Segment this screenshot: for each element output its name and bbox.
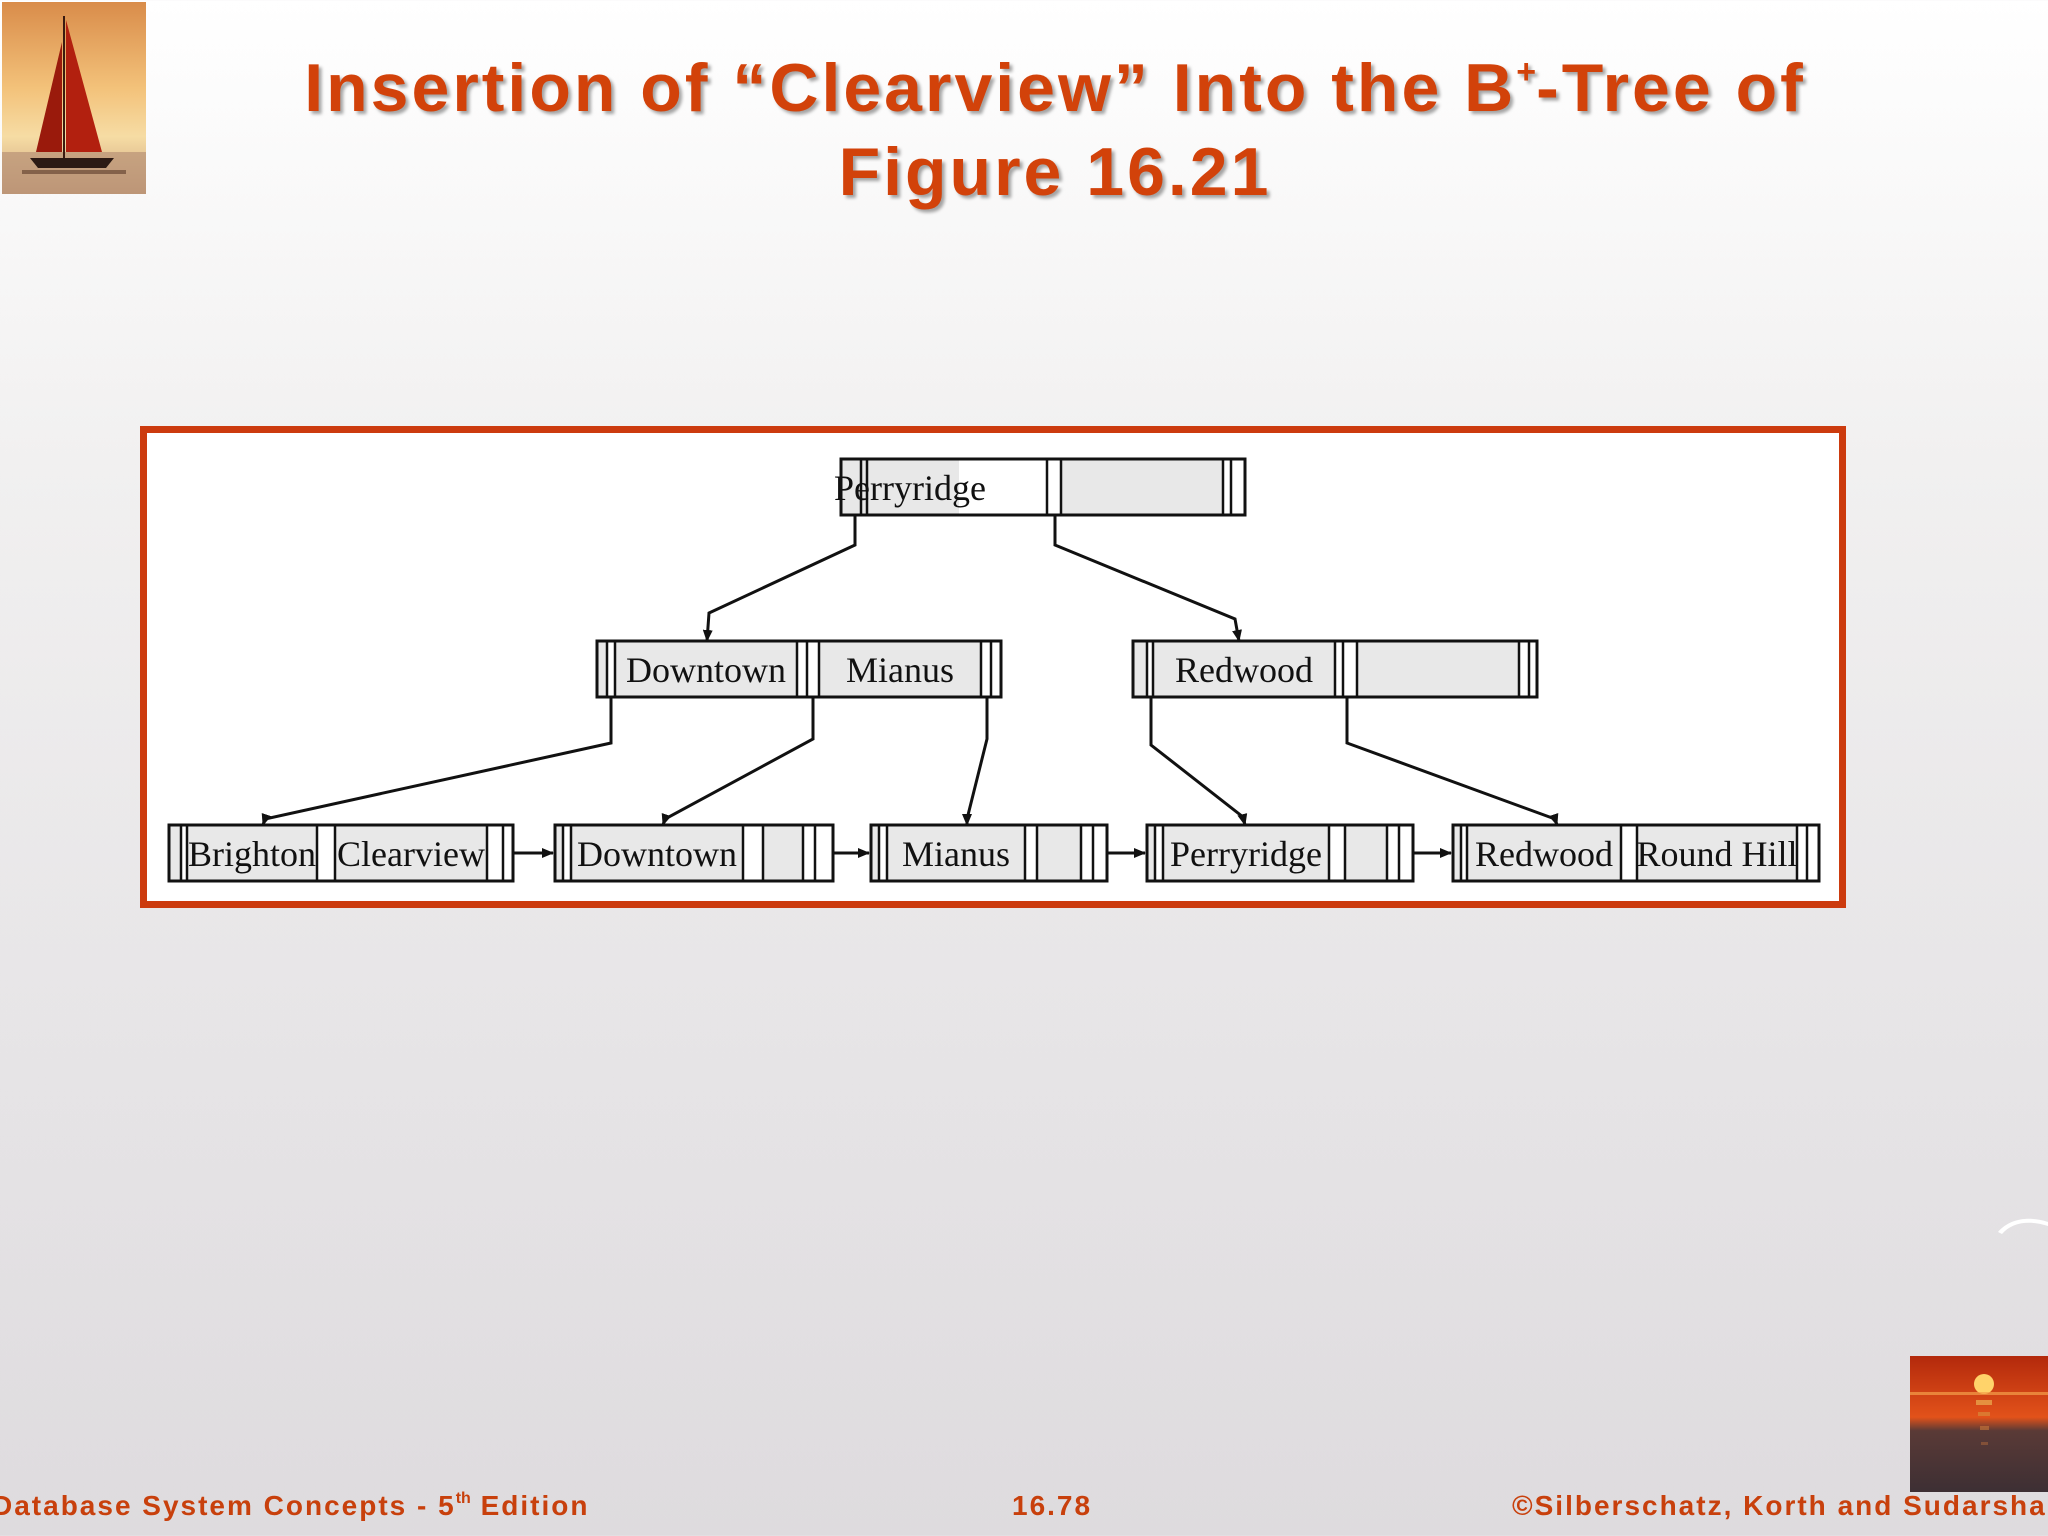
internal-node-1-key1-cell xyxy=(615,641,797,697)
leaf-node-5-key1-cell xyxy=(1467,825,1621,881)
leaf-node-5: Redwood Round Hill xyxy=(1451,823,1821,883)
leaf-node-2-ptr-cell-first xyxy=(555,825,563,881)
root-node-key2-cell xyxy=(1061,459,1223,515)
leaf-node-5-key2-cell xyxy=(1637,825,1797,881)
title-line2: Figure 16.21 xyxy=(838,134,1272,210)
slide-title: Insertion of “Clearview” Into the B+-Tre… xyxy=(230,30,1880,214)
internal-node-2: Redwood xyxy=(1131,639,1539,699)
leaf-node-1-key2-label: Clearview xyxy=(337,834,485,874)
swoosh-decoration-icon xyxy=(1998,1218,2048,1234)
internal-node-2-key1-label: Redwood xyxy=(1175,650,1313,690)
root-node-outline xyxy=(839,457,1247,517)
internal-node-1: Downtown Mianus xyxy=(595,639,1003,699)
title-line1-post: -Tree of xyxy=(1536,50,1806,126)
footer-left-post: Edition xyxy=(470,1490,590,1521)
leaf-node-3-key1-label: Mianus xyxy=(902,834,1010,874)
edge-internal2-to-leaf-5 xyxy=(1345,697,1559,826)
leaf-node-4-key2-cell xyxy=(1345,825,1387,881)
edge-root-to-internal-2 xyxy=(1053,515,1242,642)
leaf-node-3-key2-cell xyxy=(1037,825,1081,881)
leaf-node-1-key1-cell xyxy=(187,825,317,881)
edge-internal2-to-leaf-4 xyxy=(1149,697,1248,826)
leaf-node-4: Perryridge xyxy=(1145,823,1415,883)
leaf-node-4-ptr-cell-first xyxy=(1147,825,1155,881)
internal-node-2-key1-cell xyxy=(1153,641,1335,697)
footer-left-sup: th xyxy=(455,1490,471,1507)
leaf-node-4-key1-label: Perryridge xyxy=(1170,834,1322,874)
leaf-node-2-key1-label: Downtown xyxy=(577,834,737,874)
footer-left-pre: Database System Concepts - 5 xyxy=(0,1490,456,1521)
leaf-node-1-ptr-cell-first xyxy=(169,825,181,881)
internal-node-1-outline xyxy=(595,639,1003,699)
leaf-node-1-key1-label: Brighton xyxy=(188,834,316,874)
leaf-node-3-ptr-cell-first xyxy=(871,825,879,881)
leaf-node-2: Downtown xyxy=(553,823,835,883)
sailboat-logo-icon xyxy=(2,2,146,194)
footer-page-number: 16.78 xyxy=(1012,1490,1093,1521)
footer-book-title: Database System Concepts - 5th Edition xyxy=(0,1490,589,1522)
leaf-node-4-key1-cell xyxy=(1163,825,1329,881)
edge-internal1-to-leaf-3 xyxy=(962,697,989,826)
leaf-node-2-key2-cell xyxy=(763,825,803,881)
leaf-node-5-key2-label: Round Hill xyxy=(1636,834,1797,874)
edge-root-to-internal-1 xyxy=(702,515,857,642)
edge-internal1-to-leaf-1 xyxy=(261,697,613,826)
leaf-node-1: Brighton Clearview xyxy=(167,823,515,883)
root-node-key1-cell xyxy=(861,459,959,515)
internal-node-2-key2-cell xyxy=(1357,641,1519,697)
edge-internal1-to-leaf-2 xyxy=(661,697,815,826)
internal-node-1-key2-cell xyxy=(819,641,981,697)
internal-node-1-ptr-cell-first xyxy=(597,641,607,697)
internal-node-1-key1-label: Downtown xyxy=(626,650,786,690)
root-node: Perryridge xyxy=(834,457,1247,517)
leaf-node-5-ptr-cell-first xyxy=(1453,825,1461,881)
leaf-node-3: Mianus xyxy=(869,823,1109,883)
root-node-ptr-cell-first xyxy=(841,459,861,515)
title-line1-pre: Insertion of “Clearview” Into the B xyxy=(304,50,1517,126)
title-superscript: + xyxy=(1516,53,1537,91)
root-node-key1-label: Perryridge xyxy=(834,468,986,508)
leaf-node-3-key1-cell xyxy=(887,825,1025,881)
leaf-node-5-key1-label: Redwood xyxy=(1475,834,1613,874)
sunset-logo-icon xyxy=(1910,1356,2048,1492)
leaf-node-2-key1-cell xyxy=(571,825,743,881)
internal-node-1-key2-label: Mianus xyxy=(846,650,954,690)
footer-copyright: ©Silberschatz, Korth and Sudarshan xyxy=(1512,1490,2048,1521)
internal-node-2-ptr-cell-first xyxy=(1133,641,1147,697)
leaf-node-1-key2-cell xyxy=(335,825,487,881)
